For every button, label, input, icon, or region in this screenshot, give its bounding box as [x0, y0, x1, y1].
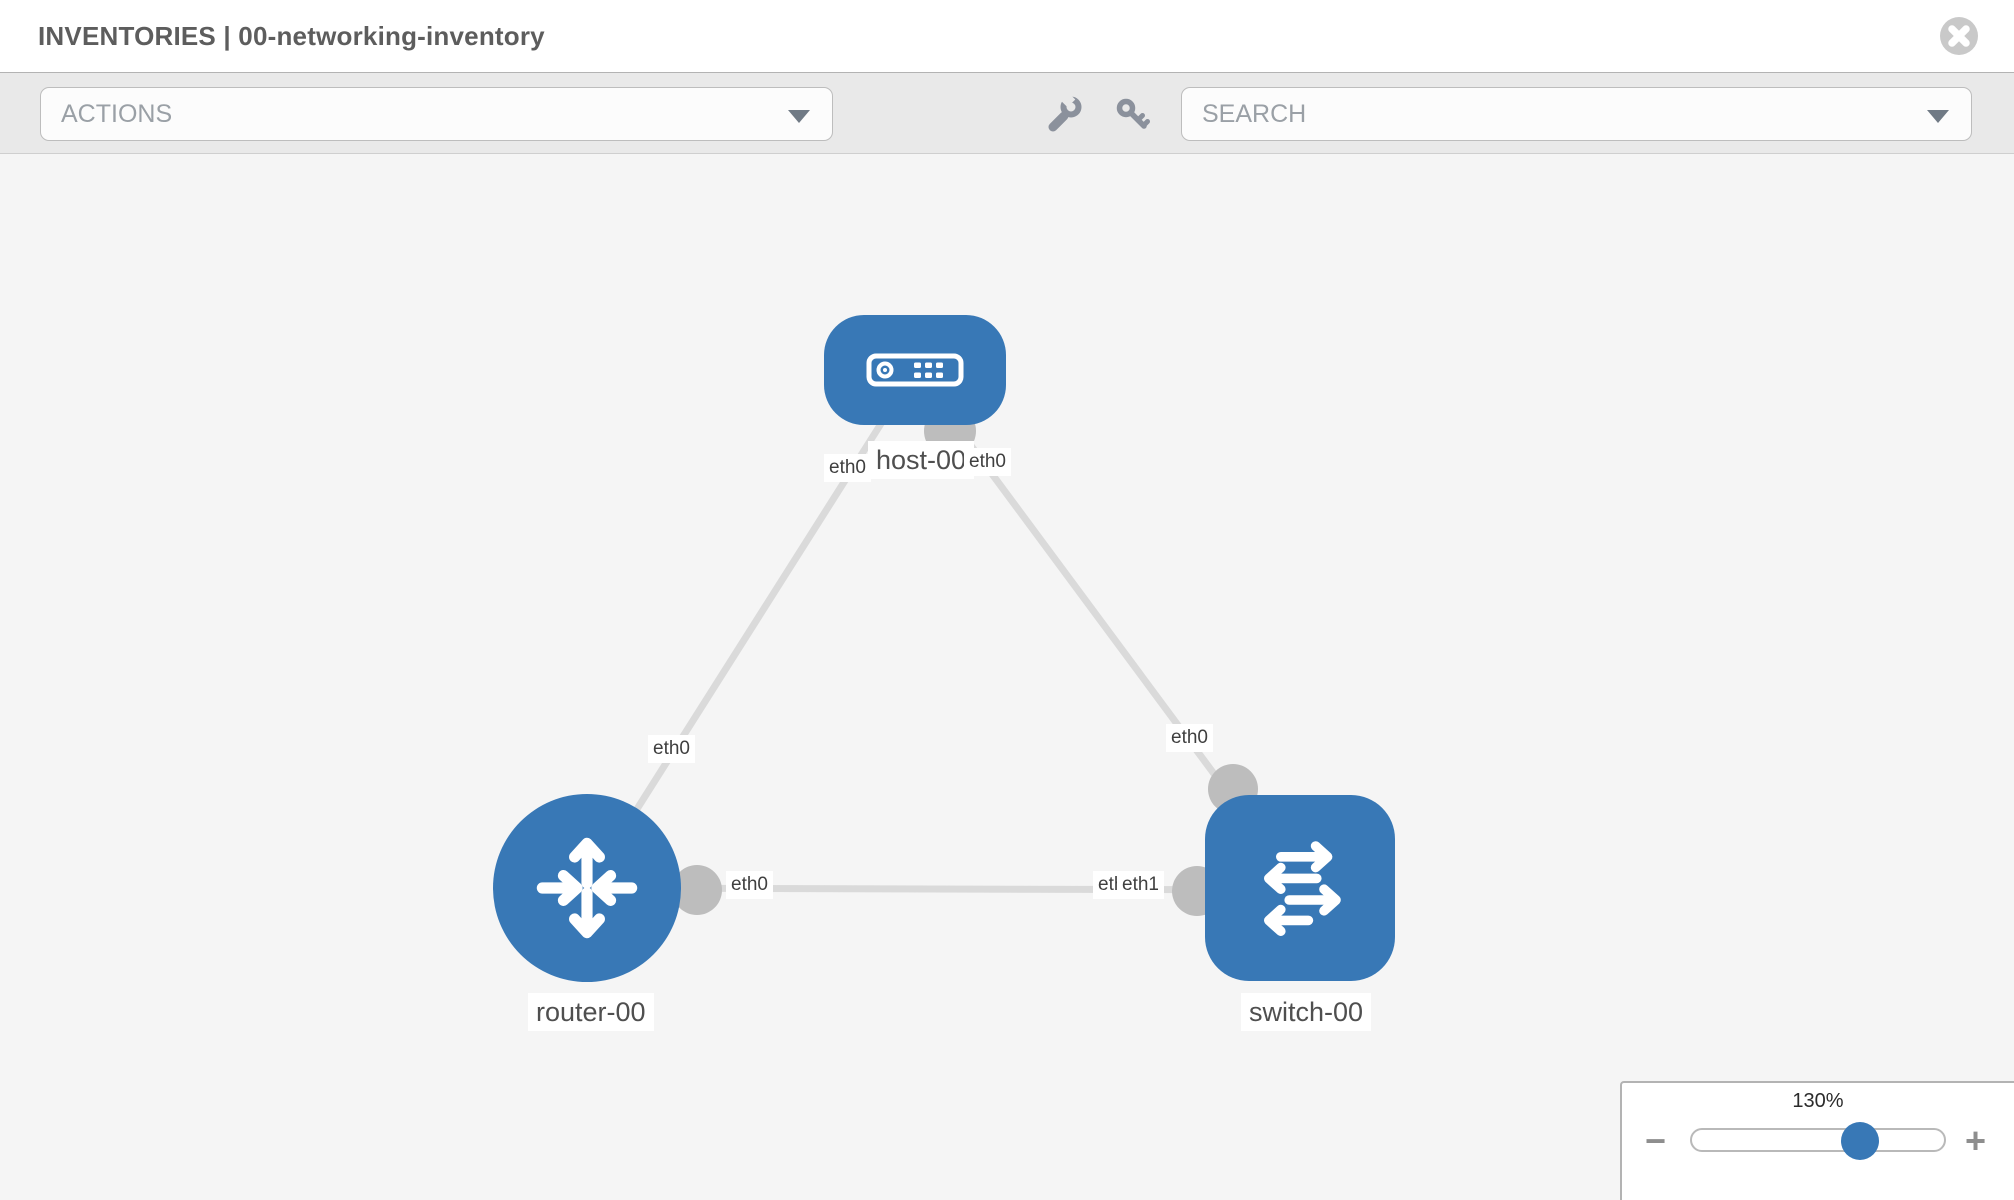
search-input[interactable]	[1182, 88, 1971, 140]
page-title: INVENTORIES | 00-networking-inventory	[38, 21, 545, 51]
search-chevron-down-icon[interactable]	[1927, 110, 1949, 123]
server-icon	[866, 353, 964, 387]
zoom-percent-value: 130%	[1792, 1090, 1844, 1112]
actions-dropdown-label: ACTIONS	[61, 100, 173, 128]
close-icon[interactable]	[1939, 16, 1979, 56]
if-label-router-to-host: eth0	[648, 735, 695, 763]
topology-canvas[interactable]: host-00 router-00 switch-00 eth0 eth0 et…	[0, 154, 2014, 1200]
switch-arrows-icon	[1264, 841, 1341, 936]
if-label-host-to-router: eth0	[824, 454, 871, 482]
if-label-switch-to-router: eth1	[1117, 871, 1164, 899]
topology-wires	[584, 367, 1303, 916]
window-header: INVENTORIES | 00-networking-inventory	[0, 0, 2014, 73]
zoom-out-button[interactable]: −	[1645, 1120, 1667, 1161]
chevron-down-icon	[788, 110, 810, 123]
if-label-switch-to-host: eth0	[1166, 724, 1213, 752]
key-icon[interactable]	[1113, 95, 1153, 135]
zoom-control-panel: 130% − +	[1620, 1081, 2014, 1200]
if-label-host-to-switch: eth0	[964, 448, 1011, 476]
node-switch-00[interactable]	[1205, 795, 1395, 981]
zoom-in-button[interactable]: +	[1965, 1120, 1987, 1161]
actions-dropdown[interactable]: ACTIONS	[40, 87, 833, 141]
wrench-icon[interactable]	[1045, 95, 1085, 135]
node-label-host-00: host-00	[868, 441, 975, 479]
zoom-slider-track[interactable]	[1690, 1128, 1946, 1152]
toolbar: ACTIONS	[0, 73, 2014, 154]
search-box	[1181, 87, 1972, 141]
router-arrows-icon	[536, 837, 638, 939]
node-router-00[interactable]	[493, 794, 681, 982]
node-host-00[interactable]	[824, 315, 1006, 425]
if-label-router-to-switch: eth0	[726, 871, 773, 899]
interface-connector-router[interactable]	[672, 865, 722, 915]
node-label-switch-00: switch-00	[1241, 993, 1372, 1031]
node-label-router-00: router-00	[528, 993, 654, 1031]
zoom-slider-thumb[interactable]	[1841, 1122, 1879, 1160]
